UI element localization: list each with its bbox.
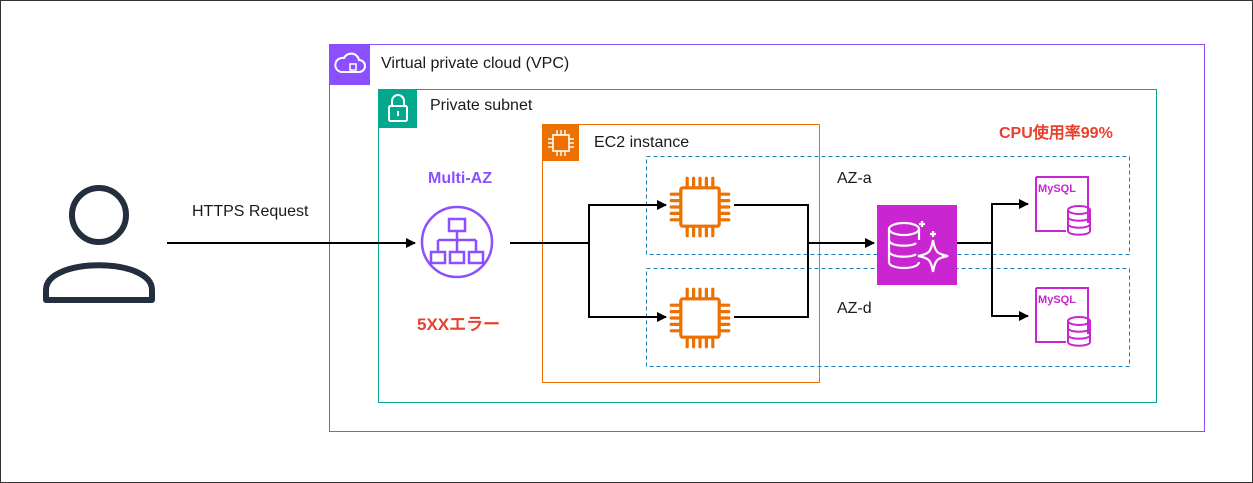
ec2-chip-icon <box>543 125 579 161</box>
https-request-label: HTTPS Request <box>192 203 309 220</box>
connector-ec2-d-out <box>734 243 809 318</box>
zone-d-label: AZ-d <box>837 300 872 317</box>
connector-to-ec2-a <box>588 200 667 243</box>
zone-a-label: AZ-a <box>837 170 872 187</box>
ec2-instance-group <box>542 124 820 383</box>
private-subnet-group <box>378 89 1157 403</box>
connector-ec2-a-out <box>734 204 809 243</box>
lock-icon <box>379 90 417 128</box>
connector-to-mysql-d <box>991 243 1029 321</box>
connector-to-mysql-a <box>991 199 1029 243</box>
cpu-usage-label: CPU使用率99% <box>999 125 1113 142</box>
mysql-d-label: MySQL <box>1038 294 1076 306</box>
multi-az-label: Multi-AZ <box>428 170 492 187</box>
connector-to-ec2-d <box>588 243 667 322</box>
vpc-cloud-icon <box>330 45 370 85</box>
vpc-label: Virtual private cloud (VPC) <box>381 55 570 72</box>
ec2-group-label: EC2 instance <box>594 134 690 151</box>
error-5xx-label: 5XXエラー <box>417 315 501 334</box>
mysql-a-label: MySQL <box>1038 183 1076 195</box>
load-balancer-icon <box>420 205 494 279</box>
subnet-label: Private subnet <box>430 97 533 114</box>
user-icon <box>43 185 155 303</box>
database-sparkle-icon <box>877 205 957 285</box>
vpc-group <box>329 44 1205 432</box>
